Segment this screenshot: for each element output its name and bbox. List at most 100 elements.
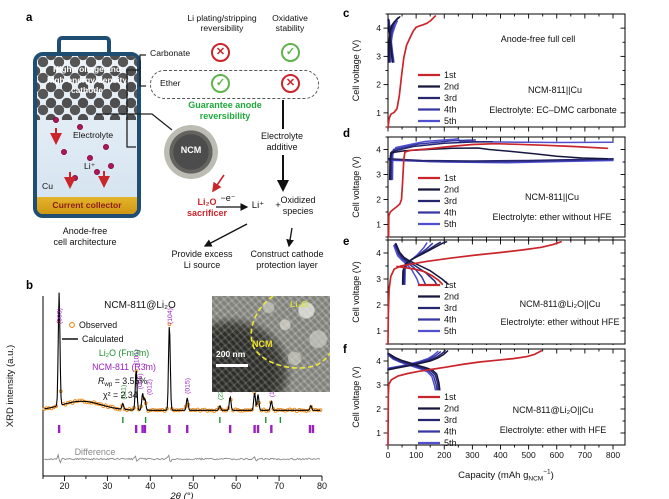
ether-oxidative-cross-icon: ✕ <box>281 74 300 93</box>
annotation: NCM-811@Li₂O||Cu <box>513 405 594 415</box>
legend-observed-label: Observed <box>79 320 117 330</box>
current-collector: Current collector <box>37 197 137 214</box>
legend-label-4th: 4th <box>444 208 457 218</box>
y-tick-label: 4 <box>376 356 381 366</box>
legend-label-2nd: 2nd <box>444 185 459 195</box>
chi-squared-value: χ² = 2.34 <box>103 390 138 400</box>
y-axis-title: Cell voltage (V) <box>351 261 361 323</box>
y-axis-title: Cell voltage (V) <box>351 40 361 102</box>
difference-line <box>44 453 321 464</box>
annotation: Electrolyte: ether with HFE <box>500 425 607 435</box>
legend-label-3rd: 3rd <box>444 303 457 313</box>
series-4th-charge <box>390 139 476 181</box>
series-2nd-charge <box>401 241 448 285</box>
peak-label: (012) <box>147 379 154 395</box>
electrolyte-label: Electrolyte <box>73 130 114 140</box>
li-ion-label: Li⁺ <box>84 161 96 171</box>
legend-label-2nd: 2nd <box>444 292 459 302</box>
legend-ncm-phase: NCM-811 (R3̄m) <box>92 362 156 372</box>
series-2nd-charge <box>387 350 449 371</box>
tem-scale-label: 200 nm <box>216 349 246 359</box>
y-tick-label: 3 <box>376 274 381 284</box>
plus-sign: + <box>275 200 281 211</box>
x-tick-label: 300 <box>465 450 479 460</box>
battery-caption: Anode-free cell architecture <box>53 226 117 247</box>
legend-label-3rd: 3rd <box>444 93 457 103</box>
x-tick-label: 100 <box>409 450 423 460</box>
ncm-particle: NCM <box>164 125 218 179</box>
ncm-particle-label: NCM <box>180 145 202 155</box>
y-tick-label: 3 <box>376 51 381 61</box>
x-tick-label: 30 <box>102 481 112 491</box>
panel-label-c: c <box>343 8 350 20</box>
rwp-value: Rwp = 3.56% <box>98 376 147 388</box>
legend-label-4th: 4th <box>444 315 457 325</box>
y-axis-title: Cell voltage (V) <box>351 366 361 428</box>
y-tick-label: 1 <box>376 326 381 336</box>
li-ion-product-label: Li⁺ <box>251 200 265 211</box>
ether-dashed-box <box>150 70 319 99</box>
y-tick-label: 1 <box>376 428 381 438</box>
peak-label: (003) <box>57 308 64 324</box>
y-tick-label: 4 <box>376 248 381 258</box>
x-axis-title: Capacity (mAh gNCM−1) <box>458 469 554 483</box>
x-tick-label: 80 <box>317 481 327 491</box>
series-2nd-discharge <box>387 18 393 63</box>
series-1st-charge <box>387 350 543 446</box>
x-tick-label: 20 <box>59 481 69 491</box>
series-2nd-charge <box>387 16 401 63</box>
difference-label: Difference <box>75 447 116 457</box>
y-tick-label: 3 <box>376 170 381 180</box>
legend-label-4th: 4th <box>444 427 457 437</box>
legend-label-1st: 1st <box>444 70 457 80</box>
legend-observed-marker <box>69 322 75 328</box>
plot-frame <box>387 239 626 345</box>
panel-label-e: e <box>343 236 350 248</box>
peak-label: (111) <box>120 385 127 400</box>
row-label-carbonate: Carbonate <box>150 48 191 58</box>
x-axis-title: 2θ (°) <box>169 491 193 499</box>
legend-label-4th: 4th <box>444 105 457 115</box>
tem-inset-image: Li₂O NCM 200 nm <box>212 296 330 392</box>
legend-label-2nd: 2nd <box>444 404 459 414</box>
annotation: Electrolyte: ether without HFE <box>492 212 611 222</box>
y-tick-label: 4 <box>376 145 381 155</box>
arrow-oxidized-to-outcome <box>286 227 294 248</box>
tem-ncm-label: NCM <box>252 339 273 349</box>
series-3rd-discharge <box>387 353 440 391</box>
peak-label: (015) <box>185 378 192 394</box>
legend-label-1st: 1st <box>444 280 457 290</box>
ether-plating-check-icon: ✓ <box>211 74 230 93</box>
x-tick-label: 600 <box>550 450 564 460</box>
annotation: Electrolyte: EC–DMC carbonate <box>489 105 617 115</box>
y-axis-title: Cell voltage (V) <box>351 156 361 218</box>
cathode-particles <box>37 56 137 120</box>
arrow-li-to-outcome <box>203 223 248 247</box>
annotation: NCM-811@Li₂O||Cu <box>520 299 601 309</box>
legend-label-3rd: 3rd <box>444 196 457 206</box>
legend-label-5th: 5th <box>444 326 457 336</box>
legend-label-3rd: 3rd <box>444 415 457 425</box>
series-2nd-charge <box>388 147 609 181</box>
peak-label: (101) <box>134 350 141 366</box>
panel-label-a: a <box>26 12 33 24</box>
row-label-ether: Ether <box>160 78 181 88</box>
y-tick-label: 4 <box>376 23 381 33</box>
y-tick-label: 1 <box>376 108 381 118</box>
panel-label-f: f <box>343 344 347 356</box>
electron-label: −e⁻ <box>220 193 236 203</box>
